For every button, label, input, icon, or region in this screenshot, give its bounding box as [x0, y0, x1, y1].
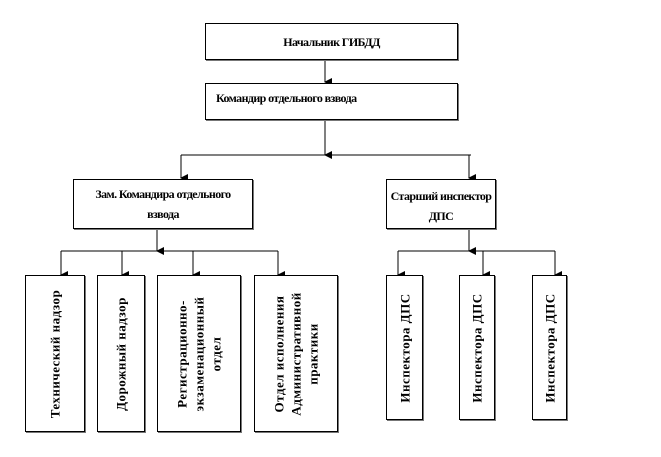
node-label: Инспектора ДПС [397, 292, 412, 403]
node-root: Начальник ГИБДД [205, 23, 458, 60]
node-label: Инспектора ДПС [469, 292, 485, 403]
node-technical: Технический надзор [25, 275, 85, 432]
node-inspector-2: Инспектора ДПС [459, 275, 495, 420]
node-commander: Командир отдельного взвода [205, 83, 458, 120]
node-label: Дорожный надзор [113, 296, 129, 411]
node-label: Зам. Командира отдельного взвода [95, 187, 231, 221]
node-inspector-1: Инспектора ДПС [386, 275, 423, 420]
node-admin-practice: Отдел исполнения Административной практи… [254, 275, 338, 432]
node-label: Инспектора ДПС [542, 292, 557, 403]
node-inspector-3: Инспектора ДПС [532, 275, 567, 420]
node-label: Технический надзор [47, 289, 63, 418]
node-road: Дорожный надзор [97, 275, 145, 432]
node-senior-inspector: Старший инспектор ДПС [386, 179, 496, 229]
node-label: Старший инспектор ДПС [390, 189, 492, 223]
node-registration: Регистрационно-экзаменационный отдел [157, 275, 241, 432]
node-label: Регистрационно-экзаменационный отдел [174, 296, 224, 411]
node-deputy: Зам. Командира отдельного взвода [73, 179, 253, 229]
node-label: Начальник ГИБДД [283, 34, 380, 49]
node-label: Отдел исполнения Административной практи… [271, 291, 321, 416]
node-label: Командир отдельного взвода [216, 91, 357, 105]
